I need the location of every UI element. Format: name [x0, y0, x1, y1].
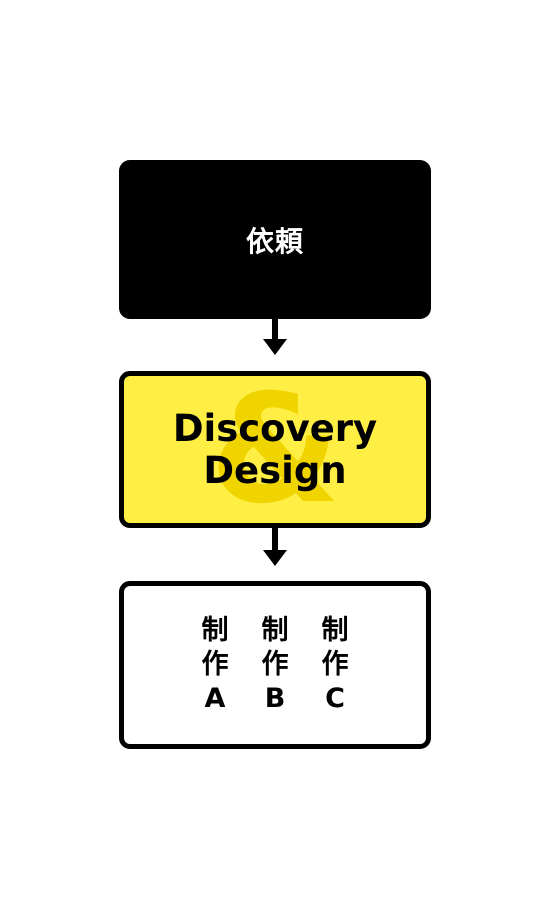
request-box: 依頼 [119, 160, 431, 319]
production-item-char: 制 [261, 615, 289, 646]
production-items: 制 作 A 制 作 B 制 作 C [199, 614, 351, 716]
request-label: 依頼 [245, 224, 304, 258]
production-item-char: 制 [201, 615, 229, 646]
production-item-c: 制 作 C [319, 614, 351, 716]
production-item-letter: B [264, 683, 286, 714]
discovery-label: Discovery [172, 406, 378, 450]
production-item-char: 制 [321, 615, 349, 646]
ampersand-watermark: & [209, 371, 341, 528]
production-item-char: 作 [321, 649, 349, 680]
production-item-letter: C [325, 683, 345, 714]
arrow-down-icon [263, 319, 287, 355]
design-label: Design [203, 448, 347, 492]
production-item-char: 作 [201, 649, 229, 680]
discovery-design-label: Discovery Design [172, 406, 378, 492]
discovery-design-box: & Discovery Design [119, 371, 431, 528]
production-item-char: 作 [261, 649, 289, 680]
arrow-down-icon [263, 528, 287, 566]
production-box: 制 作 A 制 作 B 制 作 C [119, 581, 431, 749]
production-item-letter: A [204, 683, 226, 714]
production-item-b: 制 作 B [259, 614, 291, 716]
production-item-a: 制 作 A [199, 614, 231, 716]
